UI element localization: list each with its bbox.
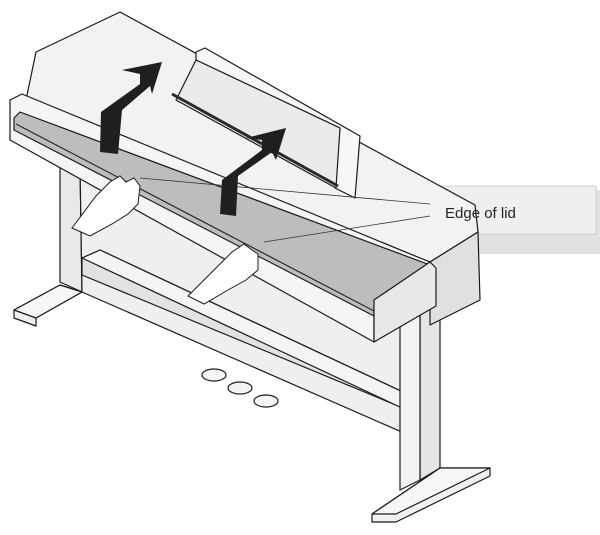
- pedal-right: [253, 394, 279, 408]
- callout-leaders: [139, 177, 431, 243]
- lid-edge-line: [15, 123, 375, 312]
- left-foot-top: [13, 284, 83, 319]
- lift-arrows: [100, 62, 286, 216]
- leader-line-upper: [139, 177, 431, 205]
- upward-arrow-icon: [220, 128, 286, 216]
- hand-icon: [187, 243, 259, 305]
- callout-label: Edge of lid: [445, 205, 516, 222]
- music-rest-slot: [171, 92, 339, 188]
- right-end-block: [373, 261, 437, 343]
- upward-arrow-icon: [100, 62, 162, 154]
- pedal-center: [227, 381, 253, 395]
- hand-icon: [71, 175, 141, 237]
- hands: [71, 175, 259, 305]
- right-foot-top: [371, 467, 491, 515]
- music-rest-back: [175, 59, 341, 189]
- pedal-left: [201, 368, 227, 382]
- pedals: [201, 368, 279, 408]
- leader-line-lower: [263, 215, 431, 243]
